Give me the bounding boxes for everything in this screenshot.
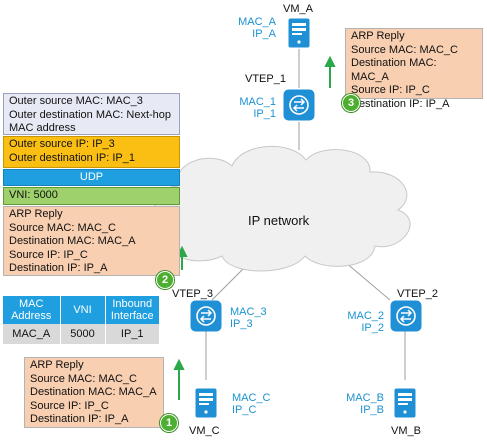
- step-2-badge: 2: [156, 271, 174, 289]
- vm-b-mac: MAC_B: [346, 392, 384, 404]
- arp-line: Destination MAC: MAC_A: [351, 57, 437, 83]
- link-cloud-vtep2: [344, 261, 391, 301]
- vtep-3-mac: MAC_3: [230, 306, 267, 318]
- arp-line: Source IP: IP_C: [30, 399, 109, 412]
- vtep-2-ip: IP_2: [361, 322, 384, 334]
- vm-a-ip: IP_A: [252, 28, 276, 40]
- arp-line: Destination IP: IP_A: [351, 97, 450, 110]
- packet-line: Source IP: IP_C: [9, 248, 88, 261]
- packet-udp: UDP: [3, 169, 180, 186]
- packet-line: Outer destination IP: IP_1: [9, 151, 135, 164]
- switch-icon: [390, 300, 422, 332]
- arp-reply-step3: ARP Reply Source MAC: MAC_C Destination …: [345, 28, 483, 110]
- table-header: VNI: [60, 296, 106, 324]
- vm-a-name: VM_A: [283, 3, 313, 15]
- table-row: MAC_A 5000 IP_1: [3, 324, 159, 344]
- vtep-2-name: VTEP_2: [397, 288, 438, 300]
- table-header-row: MAC Address VNI Inbound Interface: [3, 296, 159, 324]
- packet-line: Destination IP: IP_A: [9, 262, 108, 274]
- arp-line: Source IP: IP_C: [351, 84, 430, 96]
- vtep-1-mac: MAC_1: [239, 96, 276, 108]
- vm-c-ip: IP_C: [232, 404, 257, 416]
- table-header: MAC Address: [3, 296, 61, 324]
- arp-line: Source MAC: MAC_C: [351, 43, 458, 56]
- vm-b-name: VM_B: [391, 425, 421, 437]
- packet-vni: VNI: 5000: [3, 187, 180, 205]
- table-cell: 5000: [60, 324, 106, 344]
- vm-a-mac: MAC_A: [238, 16, 276, 28]
- vtep-1-ip: IP_1: [253, 108, 276, 120]
- arp-line: Source MAC: MAC_C: [30, 372, 137, 385]
- arp-reply-step1: ARP Reply Source MAC: MAC_C Destination …: [24, 357, 164, 428]
- packet-line: Outer source MAC: MAC_3: [9, 95, 143, 107]
- vtep-3-ip: IP_3: [230, 318, 253, 330]
- table-cell: MAC_A: [3, 324, 61, 344]
- packet-line: Source MAC: MAC_C: [9, 221, 116, 234]
- arp-line: Destination IP: IP_A: [30, 413, 129, 425]
- step-1-badge: 1: [160, 414, 178, 432]
- server-icon: [288, 18, 310, 48]
- arp-line: ARP Reply: [30, 359, 84, 371]
- vm-c-mac: MAC_C: [232, 392, 271, 404]
- table-header: Inbound Interface: [105, 296, 159, 324]
- vtep-2-mac: MAC_2: [347, 310, 384, 322]
- server-icon: [195, 388, 217, 418]
- switch-icon: [190, 300, 222, 332]
- packet-outer-ip: Outer source IP: IP_3 Outer destination …: [3, 136, 180, 168]
- cloud-shape: [151, 145, 411, 272]
- arp-line: ARP Reply: [351, 30, 405, 42]
- packet-line: Outer source IP: IP_3: [9, 138, 115, 150]
- vtep-1-name: VTEP_1: [245, 73, 286, 85]
- table-cell: IP_1: [105, 324, 159, 344]
- packet-outer-mac: Outer source MAC: MAC_3 Outer destinatio…: [3, 93, 180, 135]
- arp-line: Destination MAC: MAC_A: [30, 386, 157, 398]
- step-3-badge: 3: [342, 94, 360, 112]
- packet-line: ARP Reply: [9, 208, 63, 220]
- vm-b-ip: IP_B: [360, 404, 384, 416]
- packet-line: MAC address: [9, 122, 76, 134]
- packet-line: Destination MAC: MAC_A: [9, 235, 136, 247]
- packet-inner-arp: ARP Reply Source MAC: MAC_C Destination …: [3, 206, 180, 276]
- packet-line: Outer destination MAC: Next-hop: [9, 108, 172, 121]
- direction-arrows: [173, 55, 336, 400]
- switch-icon: [283, 89, 315, 121]
- cloud-label: IP network: [248, 213, 310, 228]
- vm-c-name: VM_C: [189, 425, 220, 437]
- server-icon: [394, 388, 416, 418]
- vtep-3-name: VTEP_3: [172, 288, 213, 300]
- mac-address-table: MAC Address VNI Inbound Interface MAC_A …: [3, 296, 159, 344]
